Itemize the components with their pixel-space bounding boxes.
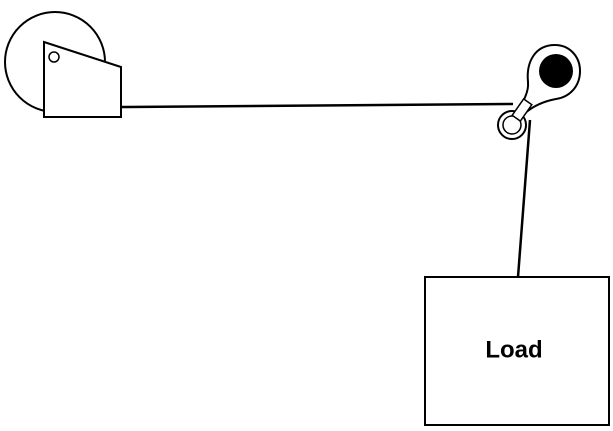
anchor-point [539, 54, 573, 88]
load-box [424, 276, 610, 426]
winch-axle [48, 51, 60, 63]
vertical-rope [516, 119, 532, 278]
winch-housing [43, 40, 122, 118]
pulley-swivel [511, 97, 533, 123]
horizontal-rope [120, 102, 514, 109]
load-label: Load [485, 336, 542, 363]
